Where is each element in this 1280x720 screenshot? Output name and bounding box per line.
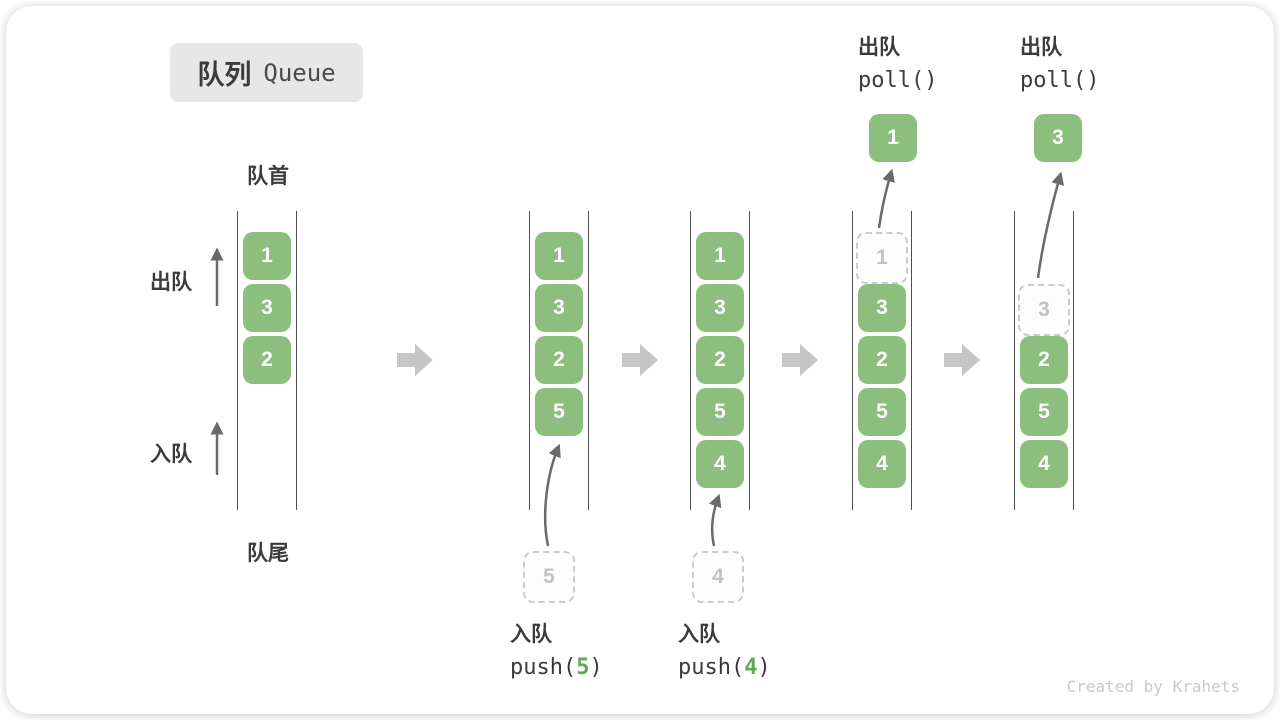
enqueue-op-label: 入队 <box>678 623 720 646</box>
dequeue-op-code: poll() <box>1020 68 1100 93</box>
queue-item: 4 <box>858 440 906 488</box>
watermark: Created by Krahets <box>1066 677 1240 696</box>
title-zh: 队列 <box>197 60 252 90</box>
queue-item: 1 <box>243 232 291 280</box>
queue-item: 3 <box>535 284 583 332</box>
queue-item: 1 <box>696 232 744 280</box>
queue-item: 2 <box>858 336 906 384</box>
queue-item: 2 <box>243 336 291 384</box>
enqueue-arg: 4 <box>744 655 758 680</box>
queue-item: 5 <box>535 388 583 436</box>
dequeue-op-code: poll() <box>858 68 938 93</box>
queue-item: 3 <box>243 284 291 332</box>
enqueue-op-code: push(5) <box>510 655 603 680</box>
queue-item-ghost: 3 <box>1018 284 1070 336</box>
queue-item: 2 <box>696 336 744 384</box>
pending-item: 5 <box>523 551 575 603</box>
queue-item: 5 <box>1020 388 1068 436</box>
queue-front-label: 队首 <box>247 165 289 188</box>
dequeue-side-label: 出队 <box>150 271 192 294</box>
queue-rear-label: 队尾 <box>247 542 289 565</box>
diagram-card <box>6 6 1274 714</box>
queue-item: 1 <box>535 232 583 280</box>
released-item: 3 <box>1034 114 1082 162</box>
dequeue-op-label: 出队 <box>1020 36 1062 59</box>
queue-item: 3 <box>696 284 744 332</box>
released-item: 1 <box>869 114 917 162</box>
title-badge: 队列 Queue <box>170 43 363 102</box>
pending-item: 4 <box>692 551 744 603</box>
enqueue-side-label: 入队 <box>150 443 192 466</box>
title-en: Queue <box>263 58 336 87</box>
queue-item: 2 <box>1020 336 1068 384</box>
dequeue-op-label: 出队 <box>858 36 900 59</box>
enqueue-op-label: 入队 <box>510 623 552 646</box>
enqueue-op-code: push(4) <box>678 655 771 680</box>
enqueue-arg: 5 <box>576 655 590 680</box>
queue-item: 5 <box>696 388 744 436</box>
queue-item: 5 <box>858 388 906 436</box>
queue-item: 3 <box>858 284 906 332</box>
queue-item: 2 <box>535 336 583 384</box>
queue-item: 4 <box>696 440 744 488</box>
queue-item-ghost: 1 <box>856 232 908 284</box>
queue-item: 4 <box>1020 440 1068 488</box>
